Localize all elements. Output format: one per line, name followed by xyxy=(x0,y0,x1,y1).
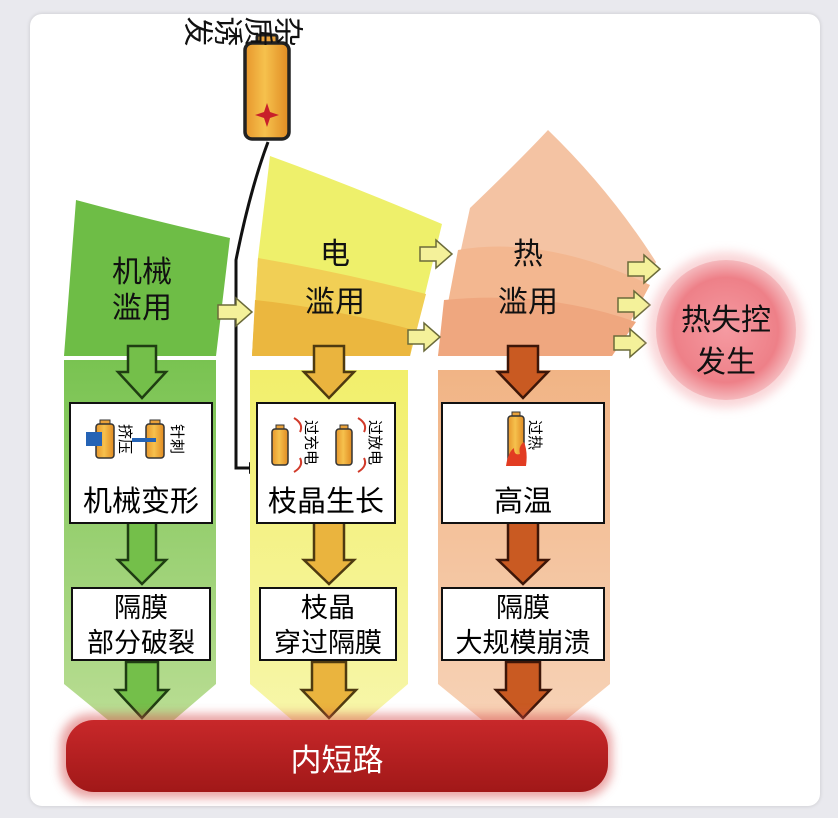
crush-label: 挤压 xyxy=(116,424,134,454)
overcharge-label: 过充电 xyxy=(302,420,320,465)
overheat-icon xyxy=(506,411,527,466)
impurity-battery-icon xyxy=(243,33,291,141)
separator-collapse-box: 隔膜 大规模崩溃 xyxy=(441,587,605,661)
therm-to-runaway-arrow-1 xyxy=(627,253,662,285)
therm-arrow-1 xyxy=(495,344,551,400)
dendrite-penetration-box: 枝晶 穿过隔膜 xyxy=(259,587,397,661)
elec-to-therm-arrow-lower xyxy=(407,321,442,353)
separator-partial-rupture-line1: 隔膜 xyxy=(114,593,168,624)
internal-short-circuit-label: 内短路 xyxy=(291,743,384,779)
thermal-abuse-line2: 滥用 xyxy=(498,285,558,320)
overheat-label: 过热 xyxy=(526,420,544,450)
electrical-abuse-block-low xyxy=(252,300,414,356)
elec-arrow-1 xyxy=(301,344,357,400)
separator-collapse-line1: 隔膜 xyxy=(496,593,550,624)
flow-arrows xyxy=(113,344,171,720)
therm-to-runaway-arrow-2 xyxy=(617,289,652,321)
mech-to-elec-arrow xyxy=(217,296,254,328)
separator-collapse-line2: 大规模崩溃 xyxy=(456,628,591,659)
overdischarge-label: 过放电 xyxy=(366,420,384,465)
transition-arrows xyxy=(217,238,662,359)
elec-arrow-3 xyxy=(299,660,359,720)
thermal-runaway-line2: 发生 xyxy=(696,345,756,380)
thermal-abuse-block-low xyxy=(438,297,636,356)
mechanical-abuse-block xyxy=(64,200,230,356)
separator-partial-rupture-line2: 部分破裂 xyxy=(87,628,195,659)
electrical-abuse-line2: 滥用 xyxy=(305,285,365,320)
high-temperature-box: 过热 高温 xyxy=(441,402,605,524)
dendrite-penetration-line2: 穿过隔膜 xyxy=(274,628,382,659)
crush-icon xyxy=(86,419,115,459)
dendrite-penetration-line1: 枝晶 xyxy=(301,593,355,624)
mech-arrow-1 xyxy=(115,344,169,400)
therm-to-runaway-arrow-3 xyxy=(613,327,648,359)
elec-to-therm-arrow-upper xyxy=(419,238,454,270)
dendrite-growth-label: 枝晶生长 xyxy=(268,484,384,518)
needle-icon xyxy=(132,419,165,459)
mechanical-abuse-line1: 机械 xyxy=(112,255,172,290)
overcharge-icon xyxy=(271,417,303,473)
high-temperature-label: 高温 xyxy=(494,484,552,518)
electrical-abuse-line1: 电 xyxy=(320,237,350,272)
mechanical-deformation-box: 挤压 针刺 机械变形 xyxy=(69,402,213,524)
therm-arrow-3 xyxy=(493,660,553,720)
mechanical-abuse-line2: 滥用 xyxy=(112,291,172,326)
impurity-path-line xyxy=(234,141,270,470)
elec-arrow-2 xyxy=(300,520,358,586)
impurity-trigger-label: 杂质诱发 xyxy=(184,11,304,47)
dendrite-growth-box: 过充电 过放电 枝晶生长 xyxy=(256,402,396,524)
mech-arrow-2 xyxy=(114,520,170,586)
internal-short-circuit-bar: 内短路 xyxy=(60,714,612,798)
separator-partial-rupture-box: 隔膜 部分破裂 xyxy=(71,587,211,661)
needle-label: 针刺 xyxy=(168,424,186,454)
thermal-abuse-line1: 热 xyxy=(513,237,543,272)
overdischarge-icon xyxy=(335,417,367,473)
mech-arrow-3 xyxy=(113,660,171,720)
thermal-runaway-node: 热失控 发生 xyxy=(648,252,804,408)
thermal-runaway-line1: 热失控 xyxy=(681,303,771,338)
mechanical-deformation-label: 机械变形 xyxy=(83,484,199,518)
therm-arrow-2 xyxy=(494,520,552,586)
